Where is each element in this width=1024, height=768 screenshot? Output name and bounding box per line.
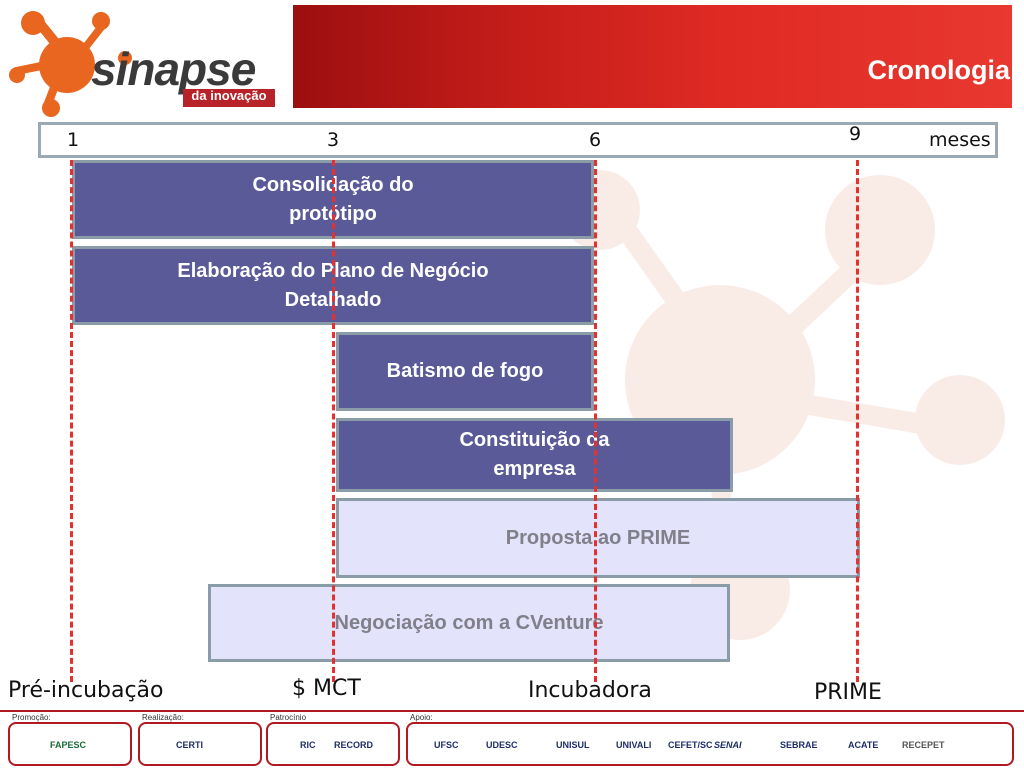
activity-label-line: Negociação com a CVenture (334, 611, 604, 634)
sponsor-box-apoio: UFSC UDESC UNISUL UNIVALI CEFET/SC SENAI… (406, 722, 1014, 766)
milestone-label: Pré-incubação (8, 678, 164, 703)
timeline-ruler: 1 3 6 9 meses (38, 122, 998, 158)
activity-bar: Proposta ao PRIME (336, 498, 860, 578)
activity-label-line: empresa (493, 458, 576, 480)
activity-label-line: Batismo de fogo (386, 360, 544, 382)
tick-label: 3 (327, 129, 340, 151)
sponsor-logo: RIC (300, 740, 316, 750)
sinapse-logo: sinapse da inovação (5, 3, 290, 118)
footer-section-label: Promoção: (12, 713, 51, 722)
footer-divider (0, 710, 1024, 712)
sponsor-footer (0, 710, 1024, 768)
activity-label-line: Constituição da (459, 429, 610, 451)
sponsor-logo: RECORD (334, 740, 374, 750)
sponsor-logo: ACATE (848, 740, 879, 750)
milestone-guide-line (70, 160, 73, 682)
sinapse-logo-graphic: sinapse (9, 11, 275, 117)
sponsor-box-patrocinio: RIC RECORD (266, 722, 400, 766)
milestone-guide-line (856, 160, 859, 682)
sponsor-logo: CERTI (176, 740, 203, 750)
sponsor-logo: CEFET/SC (668, 740, 713, 750)
activity-bar: Batismo de fogo (336, 332, 594, 411)
milestone-label: Incubadora (528, 678, 652, 703)
footer-section-label: Realização: (142, 713, 184, 722)
sponsor-box-promocao: FAPESC (8, 722, 132, 766)
sponsor-logo: FAPESC (50, 740, 87, 750)
tick-label: 6 (589, 129, 602, 151)
activity-bar: Negociação com a CVenture (208, 584, 730, 662)
unit-label: meses (929, 129, 991, 151)
logo-tagline: da inovação (191, 88, 267, 103)
sponsor-logo: SENAI (714, 740, 742, 750)
sponsor-logo: UFSC (434, 740, 459, 750)
sponsor-logo: RECEPET (902, 740, 945, 750)
milestone-guide-line (332, 160, 335, 682)
activity-bar: Constituição da empresa (336, 418, 733, 492)
svg-text:sinapse: sinapse (91, 43, 256, 95)
sponsor-logo: SEBRAE (780, 740, 818, 750)
sponsor-logo: UNIVALI (616, 740, 652, 750)
title-banner: Cronologia (293, 5, 1012, 108)
milestone-label: PRIME (814, 680, 882, 705)
slide-title: Cronologia (867, 55, 1011, 85)
milestone-guide-line (594, 160, 597, 682)
milestone-label: $ MCT (292, 676, 361, 701)
sponsor-logo: UNISUL (556, 740, 590, 750)
activity-label-line: Proposta ao PRIME (505, 526, 691, 549)
sponsor-logo: UDESC (486, 740, 518, 750)
tick-label: 1 (67, 129, 80, 151)
sponsor-box-realizacao: CERTI (138, 722, 262, 766)
footer-section-label: Patrocínio (270, 713, 307, 722)
tick-label: 9 (849, 123, 862, 145)
footer-section-label: Apoio: (410, 713, 433, 722)
